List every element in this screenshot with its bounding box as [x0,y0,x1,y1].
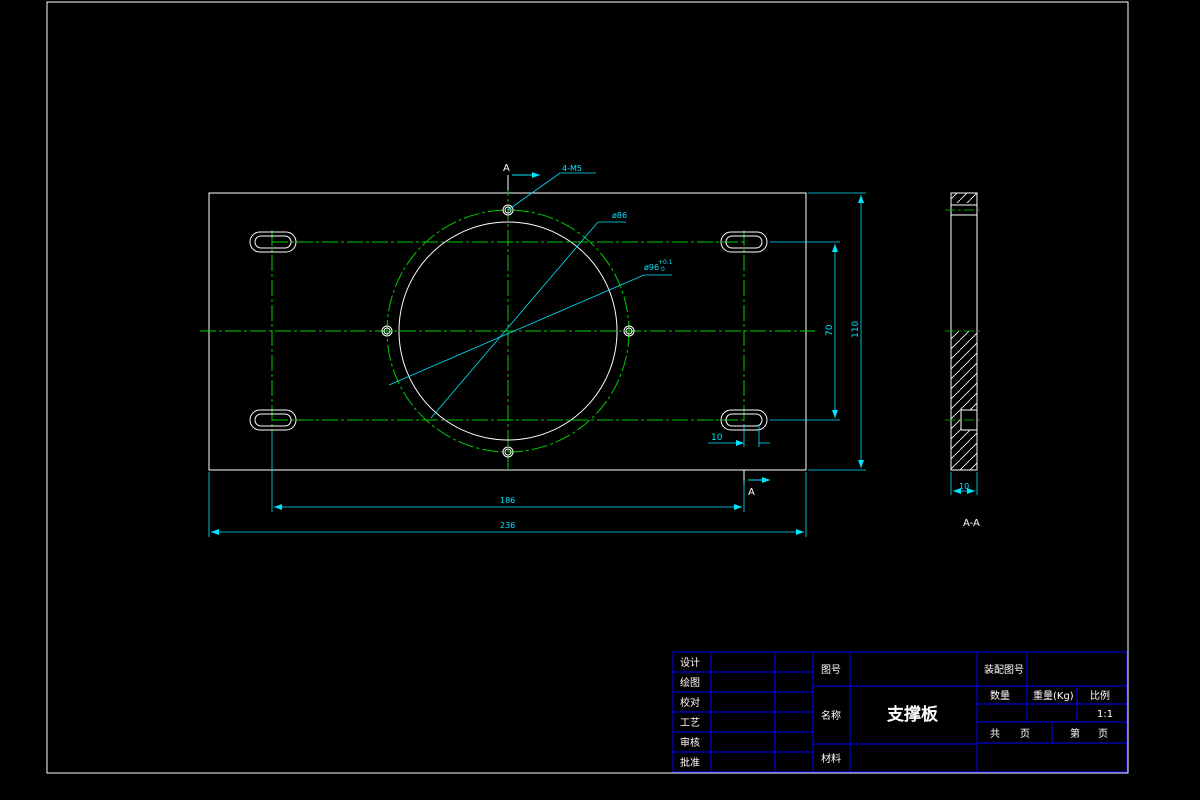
tb-label-check: 校对 [680,696,700,709]
tb-label-scale: 比例 [1090,689,1110,702]
section-hatch-upper [951,193,977,203]
section-view-label: A-A [963,518,980,529]
part-name: 支撑板 [887,704,939,725]
main-view: A A [200,163,866,537]
height-inner-label: 70 [825,324,835,336]
tb-label-sheet: 第 [1070,727,1080,740]
dimension-texts: 4-M5 ø86 ø96 +0.1 0 70 110 10 186 236 [500,164,861,530]
tb-label-total: 共 [990,728,1000,740]
width-inner-label: 186 [500,496,515,505]
tb-label-drawing: 绘图 [680,676,700,689]
title-block: 设计 绘图 校对 工艺 审核 批准 图号 名称 材料 支撑板 装配图号 数量 重… [672,651,1128,773]
bore-tol-lower: 0 [661,266,665,273]
section-thickness-label: 10 [959,482,969,491]
center-lines [200,180,815,470]
tb-label-name: 名称 [821,709,841,722]
tb-label-page2: 页 [1098,728,1108,740]
dimensions [208,172,866,537]
tb-label-review: 审核 [680,736,700,749]
tb-label-approve: 批准 [680,756,700,769]
section-hatch-lower [951,331,977,470]
section-outline [950,192,978,471]
main-bore [398,221,618,441]
tb-label-orig-no: 装配图号 [984,663,1024,676]
bore-tol-upper: +0.1 [658,259,673,266]
section-view: 10 A-A [945,192,983,529]
tb-label-material: 材料 [821,752,841,765]
tb-scale-value: 1:1 [1097,709,1113,720]
slots [249,231,768,431]
circle-dia-label: ø86 [612,211,627,220]
section-cut-marks: A A [503,163,770,498]
tb-label-page1: 页 [1020,728,1030,740]
cut-label-bottom: A [748,487,755,498]
tb-label-design: 设计 [680,656,700,669]
tb-label-qty: 数量 [990,689,1010,702]
height-outer-label: 110 [851,321,861,338]
threaded-holes [381,204,635,458]
slot-width-label: 10 [711,433,723,443]
tb-label-process: 工艺 [680,717,700,729]
width-outer-label: 236 [500,521,515,530]
hole-note: 4-M5 [562,164,582,173]
tb-label-weight: 重量(Kg) [1033,689,1074,702]
tb-label-drawing-no: 图号 [821,664,841,676]
cut-label-top: A [503,163,510,174]
bore-dia-label: ø96 [644,263,659,272]
drawing-frame [46,1,1129,774]
